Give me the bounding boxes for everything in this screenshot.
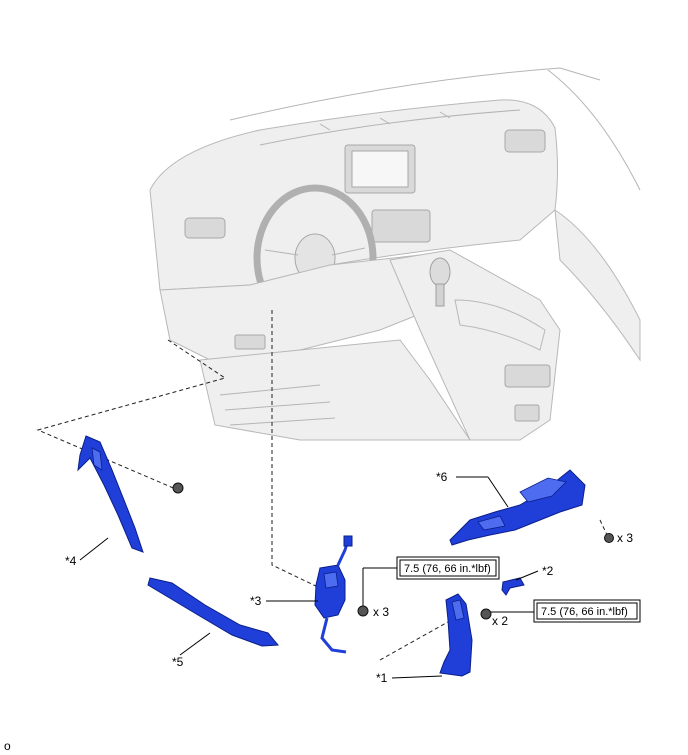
callout-1: *1 xyxy=(376,671,388,685)
vehicle-interior-illustration xyxy=(149,67,641,441)
callout-5: *5 xyxy=(172,655,184,669)
callout-6: *6 xyxy=(436,470,448,484)
qty-module-bolts: x 3 xyxy=(373,605,389,619)
pedal-bolt-icon xyxy=(480,608,492,620)
part-4-side-panel xyxy=(77,435,144,553)
torque-spec-upper: 7.5 (76, 66 in.*lbf) xyxy=(396,556,500,580)
part-2-clip xyxy=(501,577,525,596)
module-bolt-icon xyxy=(357,605,369,617)
leader-lines xyxy=(79,476,539,679)
side-panel-clip-icon xyxy=(172,482,184,494)
part-5-lower-cover xyxy=(147,577,280,647)
torque-spec-right: 7.5 (76, 66 in.*lbf) xyxy=(533,599,641,623)
footer-mark: o xyxy=(4,739,11,753)
part-1-pedal xyxy=(439,593,473,677)
part-6-console-bracket xyxy=(449,469,586,546)
qty-console-bolts: x 3 xyxy=(617,531,633,545)
qty-pedal-bolts: x 2 xyxy=(492,614,508,628)
callout-2: *2 xyxy=(542,564,554,578)
console-bolt-icon xyxy=(604,533,614,543)
torque-right-value: 7.5 (76, 66 in.*lbf) xyxy=(541,606,628,618)
callout-3: *3 xyxy=(250,594,262,608)
torque-upper-value: 7.5 (76, 66 in.*lbf) xyxy=(404,563,491,575)
part-3-module xyxy=(314,535,353,654)
callout-4: *4 xyxy=(65,554,77,568)
